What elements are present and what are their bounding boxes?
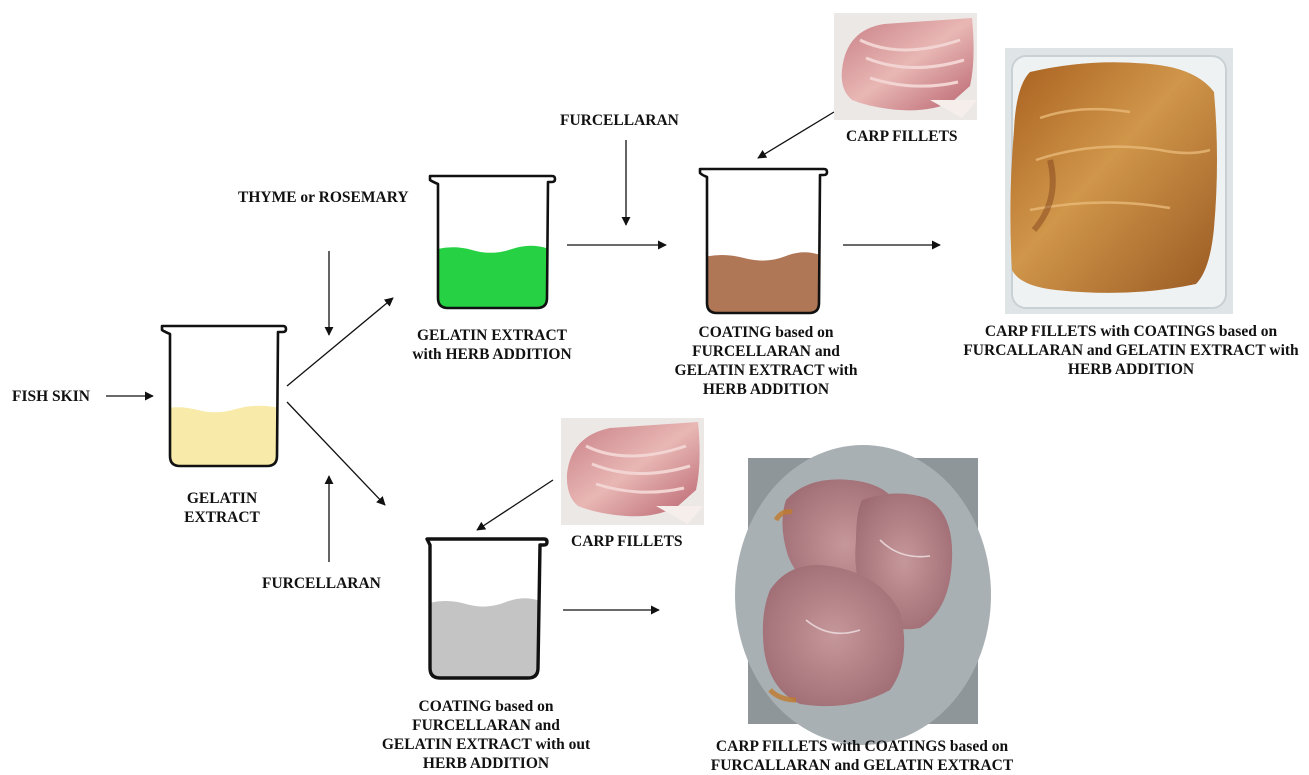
arrow-gelatin-to-plain-coating xyxy=(287,402,385,505)
arrow-carp-bottom-to-plain-coating xyxy=(477,480,553,530)
raw-carp-fillet-photo-bottom xyxy=(561,418,704,525)
coated-herb-product-label: CARP FILLETS with COATINGS based on FURC… xyxy=(963,322,1298,379)
beaker-liquid xyxy=(425,598,545,684)
coated-plain-product-label: CARP FILLETS with COATINGS based on FURC… xyxy=(711,737,1013,775)
arrow-carp-top-to-coating xyxy=(758,112,834,158)
herb-label: THYME or ROSEMARY xyxy=(238,188,409,207)
beaker-liquid xyxy=(160,406,280,470)
furcellaran-bottom-label: FURCELLARAN xyxy=(262,574,381,593)
coated-fillet-plain-photo xyxy=(735,445,991,745)
coating-herb-label: COATING based on FURCELLARAN and GELATIN… xyxy=(675,323,858,399)
carp-fillets-top-label: CARP FILLETS xyxy=(846,127,958,146)
raw-carp-fillet-photo-top xyxy=(834,13,977,120)
gelatin-extract-label: GELATIN EXTRACT xyxy=(184,489,260,527)
beaker-liquid xyxy=(700,252,825,318)
beaker-gelatin-extract xyxy=(160,326,286,470)
gelatin-herb-label: GELATIN EXTRACT with HERB ADDITION xyxy=(412,326,571,364)
arrow-gelatin-to-herb-extract xyxy=(287,298,393,386)
beaker-liquid xyxy=(430,246,552,312)
carp-fillets-bottom-label: CARP FILLETS xyxy=(571,532,683,551)
fish-skin-label: FISH SKIN xyxy=(12,387,90,406)
furcellaran-top-label: FURCELLARAN xyxy=(560,111,679,130)
coating-plain-label: COATING based on FURCELLARAN and GELATIN… xyxy=(382,697,590,773)
beaker-coating-plain xyxy=(425,539,547,684)
coated-fillet-herb-photo xyxy=(1005,48,1233,314)
beaker-gelatin-herb xyxy=(430,176,555,312)
beaker-coating-herb xyxy=(700,169,827,318)
